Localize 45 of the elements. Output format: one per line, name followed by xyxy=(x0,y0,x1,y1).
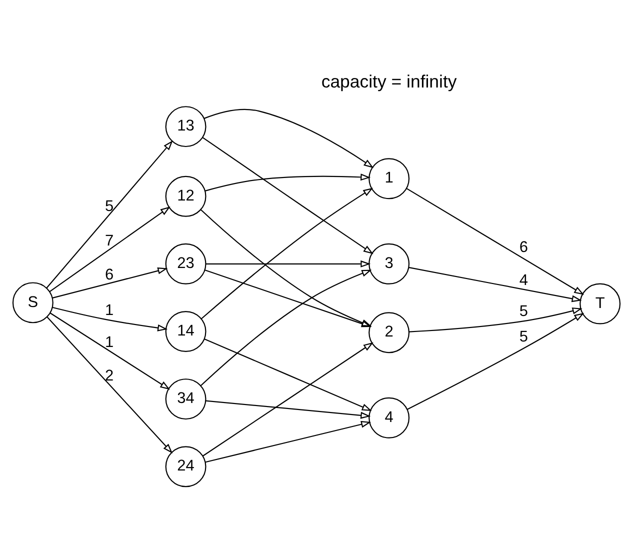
node-circle: S xyxy=(12,282,54,323)
arrow xyxy=(201,187,374,319)
arrow xyxy=(206,260,371,267)
arrow xyxy=(49,206,170,292)
edge-label: 1 xyxy=(105,334,114,351)
node-circle: T xyxy=(580,282,621,324)
node-circle: 23 xyxy=(165,242,206,284)
node-circle: 4 xyxy=(368,396,410,438)
arrow xyxy=(204,173,371,191)
arrow xyxy=(408,266,582,302)
edge-label: 1 xyxy=(105,302,114,319)
edge-label: 5 xyxy=(105,197,114,214)
node-circle: 24 xyxy=(165,446,206,487)
arrow xyxy=(206,400,371,418)
node-circle: 12 xyxy=(165,175,206,216)
arrow xyxy=(52,266,168,298)
edge-label: 5 xyxy=(519,302,528,320)
arrow xyxy=(46,140,173,288)
edge-label: 6 xyxy=(519,238,528,256)
arrow xyxy=(46,316,173,454)
node-circle: 2 xyxy=(368,312,410,353)
edge-label: 7 xyxy=(105,232,114,249)
node-circle: 14 xyxy=(165,310,206,352)
node-circle: 1 xyxy=(368,158,410,199)
node-circle: 13 xyxy=(165,106,206,147)
arrow xyxy=(204,269,372,327)
arrow xyxy=(204,108,374,168)
arrow xyxy=(200,208,372,326)
edge-label: 4 xyxy=(519,272,528,289)
arrow xyxy=(202,136,374,254)
edge-label: 2 xyxy=(105,366,114,384)
edge-label: 5 xyxy=(519,328,528,346)
arrow xyxy=(204,338,372,410)
arrow xyxy=(408,307,582,332)
arrow xyxy=(50,312,170,390)
arrow xyxy=(205,420,372,462)
label: capacity = infinity xyxy=(321,71,457,92)
arrow xyxy=(202,342,374,456)
arrow xyxy=(52,306,168,331)
arrow xyxy=(406,187,584,294)
node-circle: 3 xyxy=(368,242,410,284)
node-circle: 34 xyxy=(165,378,206,420)
arrow xyxy=(407,312,584,410)
arrow xyxy=(200,269,372,386)
edge-label: 6 xyxy=(105,266,114,284)
